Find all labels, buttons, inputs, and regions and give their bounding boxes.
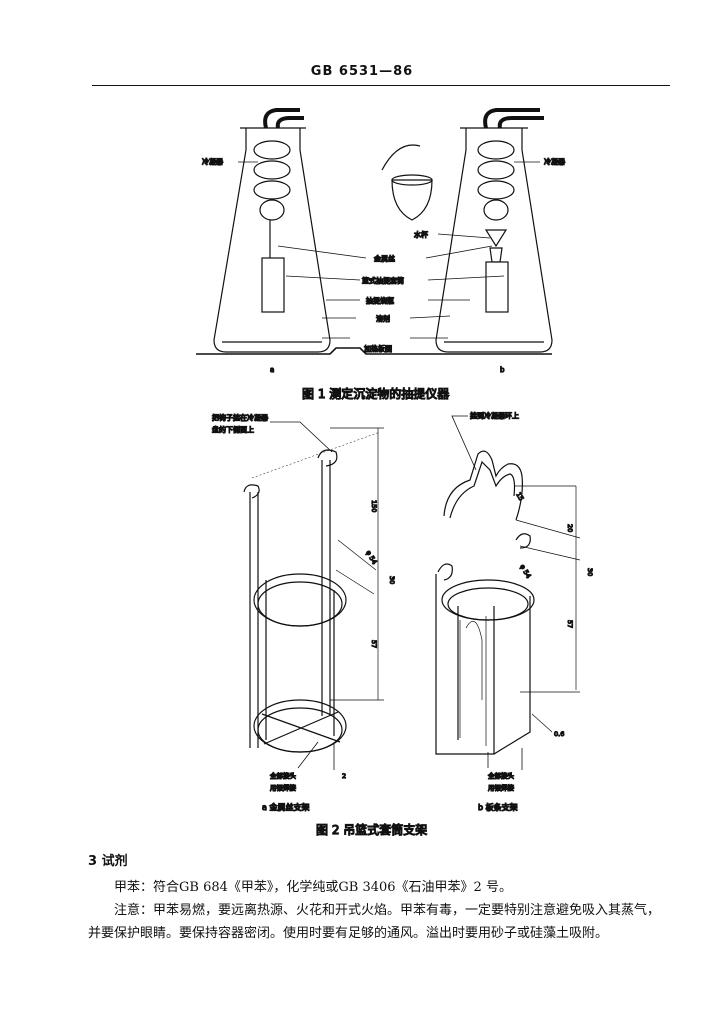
fig2-dim-0-6: 0.6 <box>554 730 564 738</box>
fig2-dim-57-right: 57 <box>566 620 574 628</box>
figure2b-strip-support <box>435 450 581 755</box>
fig2-hook-note-line1: 把钩子挂在冷凝器 <box>212 413 268 422</box>
fig2-solder-left-line2: 用银焊接 <box>270 783 297 792</box>
fig2-solder-right-line2: 用银焊接 <box>488 783 515 792</box>
fig2-solder-right-line1: 全部接头 <box>488 771 515 780</box>
page-header-code: GB 6531—86 <box>310 64 414 79</box>
fig1-label-condenser-left: 冷凝器 <box>202 157 223 166</box>
fig2-solder-left-line1: 全部接头 <box>270 771 297 780</box>
figure2a-leaders <box>270 421 335 770</box>
figure1-leaders <box>238 161 540 339</box>
fig2-dim-20: 20 <box>566 524 574 532</box>
fig1-label-hot-plate: 加热板圈 <box>364 344 392 353</box>
fig2-dim-30-left: 30 <box>388 576 396 584</box>
fig1-label-basket-thimble: 篮式抽提套筒 <box>362 276 404 285</box>
fig2-hook-note-line2: 盘的下侧面上 <box>212 425 254 434</box>
fig2-dim-150: 150 <box>370 500 378 512</box>
section-body: 甲苯：符合GB 684《甲苯》，化学纯或GB 3406《石油甲苯》2 号。 注意… <box>88 876 678 945</box>
fig2-label-num-2: 2 <box>342 772 346 780</box>
fig1-sublabel-a: a <box>270 366 274 374</box>
fig2-dim-30-right: 30 <box>586 568 594 576</box>
fig2-dim-phi54-right: φ 54 <box>518 563 532 580</box>
fig2-dim-57-left: 57 <box>370 640 378 648</box>
caution-para-line2: 并要保护眼睛。要保持容器密闭。使用时要有足够的通风。溢出时要用砂子或硅藻土吸附。 <box>88 926 609 941</box>
fig1-sublabel-b: b <box>500 366 505 374</box>
reagent-toluene-para: 甲苯：符合GB 684《甲苯》，化学纯或GB 3406《石油甲苯》2 号。 <box>114 880 512 895</box>
fig2-sublabel-b: b 板条支架 <box>478 802 518 812</box>
fig2-dim-15: 15 <box>514 491 525 502</box>
figure1-water-cup <box>381 144 433 221</box>
figure2a-wire-support <box>243 427 384 753</box>
fig1-label-solvent: 溶剂 <box>376 314 390 323</box>
fig1-label-extraction-flask: 抽提烧瓶 <box>366 296 394 305</box>
figure1-apparatus-a <box>196 108 552 355</box>
fig2-dim-phi54: φ 54 <box>364 549 378 566</box>
section-title: 3 试剂 <box>88 854 128 869</box>
caution-para-line1: 注意：甲苯易燃，要远离热源、火花和开式火焰。甲苯有毒，一定要特别注意避免吸入其蒸… <box>114 903 661 918</box>
fig1-label-metal-wire: 金属丝 <box>374 254 395 263</box>
figure1-caption: 图 1 测定沉淀物的抽提仪器 <box>302 386 449 401</box>
figure2-caption: 图 2 吊篮式套筒支架 <box>316 822 427 837</box>
fig2-hang-note: 挂到冷凝器环上 <box>470 411 519 420</box>
figure1-apparatus-b <box>435 108 553 353</box>
fig1-label-water-cup: 水杯 <box>414 230 428 239</box>
figures-svg: 冷凝器 冷凝器 水杯 金属丝 篮式抽提套筒 抽提烧瓶 溶剂 加热板圈 a b 图… <box>196 108 595 838</box>
fig1-label-condenser-right: 冷凝器 <box>544 157 565 166</box>
fig2-sublabel-a: a 金属丝支架 <box>262 802 309 812</box>
header-rule <box>92 85 670 86</box>
figure2b-leaders <box>451 415 523 770</box>
